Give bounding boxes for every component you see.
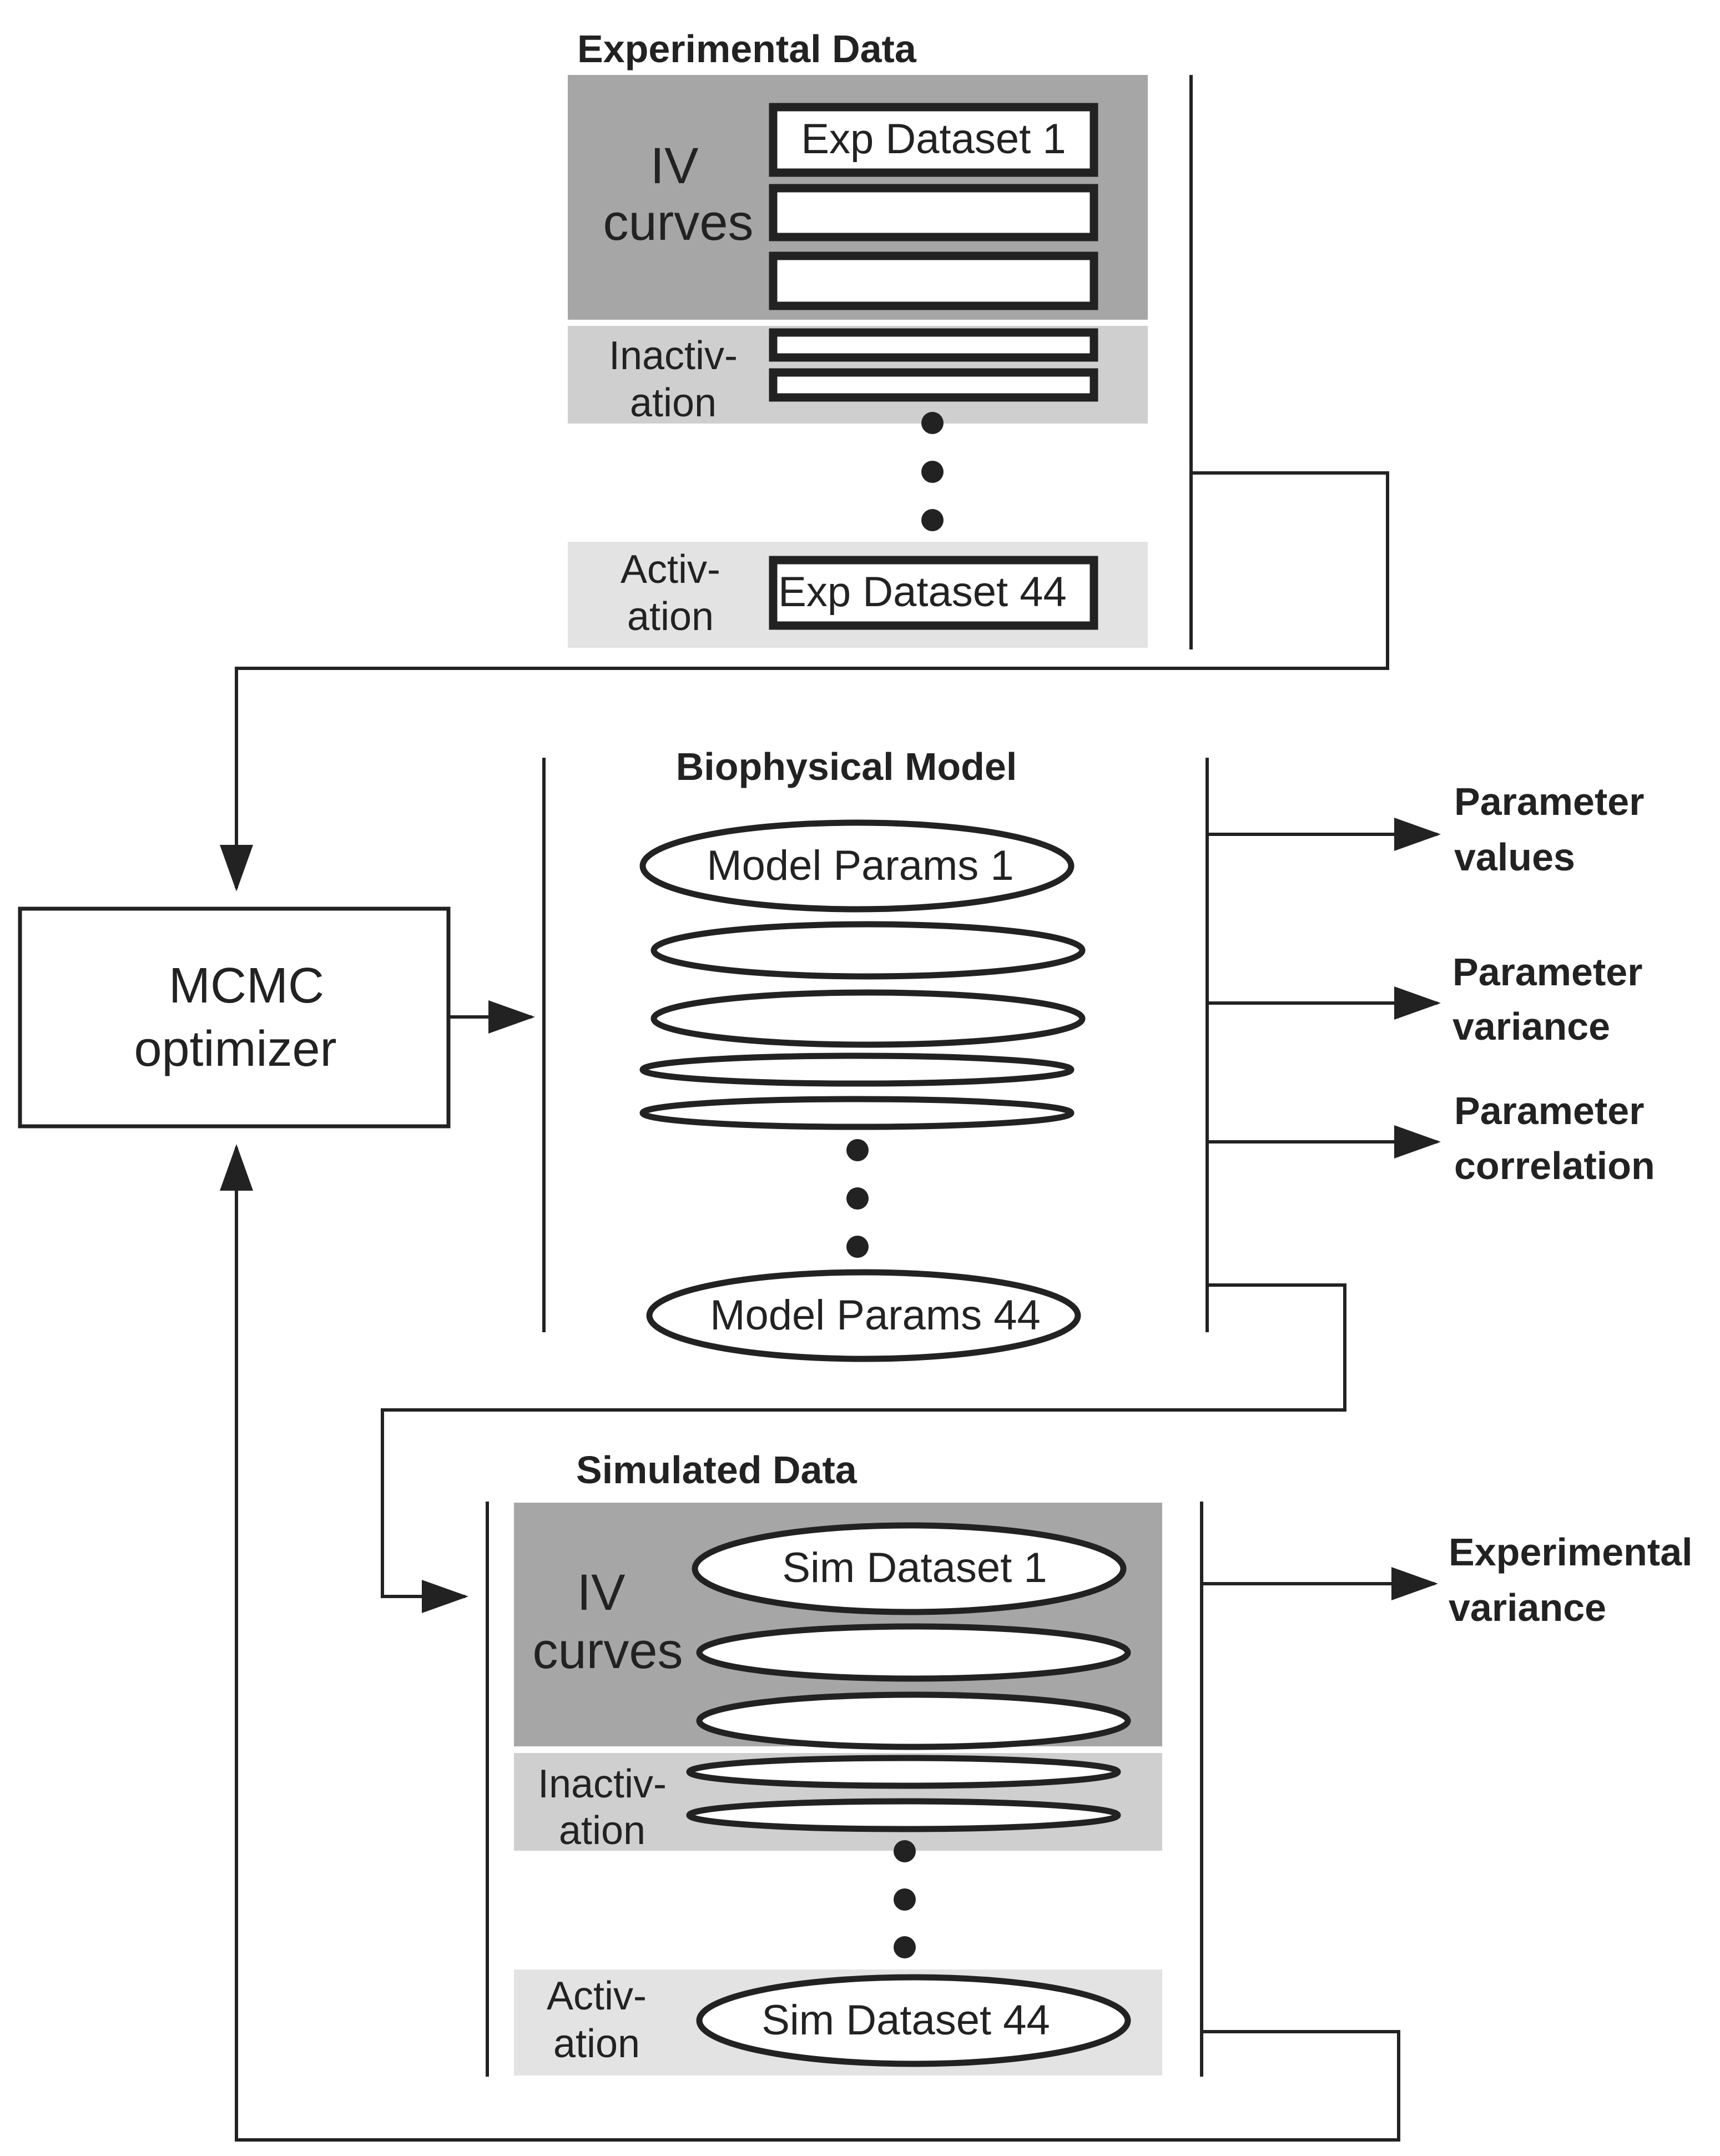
model-params-ellipse (639, 819, 1075, 913)
mcmc-optimizer-label-1: MCMC (169, 958, 324, 1014)
exp-inactivation-label-2: ation (630, 381, 717, 425)
sim-dataset-ellipse (696, 1623, 1131, 1682)
exp-activation-label-1: Activ- (621, 547, 720, 592)
exp-ellipsis-dot (921, 509, 944, 531)
exp-dataset-box (769, 368, 1098, 402)
experimental-variance-label-1: Experimental (1449, 1530, 1693, 1574)
exp-dataset-1-label: Exp Dataset 1 (801, 115, 1066, 163)
exp-ellipsis-dot (921, 412, 944, 434)
biophysical-model-title: Biophysical Model (676, 745, 1017, 788)
sim-inactivation-label-1: Inactiv- (538, 1762, 667, 1806)
parameter-correlation-label-2: correlation (1454, 1144, 1655, 1187)
model-params-ellipse (650, 989, 1086, 1048)
exp-activation-label-2: ation (627, 595, 714, 639)
sim-dataset-1-label: Sim Dataset 1 (782, 1544, 1047, 1591)
sim-dataset-ellipse (692, 1522, 1127, 1615)
exp-iv-label-2: curves (603, 194, 754, 251)
simulated-data-title: Simulated Data (576, 1448, 858, 1492)
exp-dataset-box (769, 328, 1098, 362)
sim-activation-label-1: Activ- (547, 1974, 647, 2018)
biophysical-model-section: Biophysical Model Model Params 1 Model P… (542, 745, 1209, 1362)
model-params-44-label: Model Params 44 (710, 1292, 1041, 1339)
model-to-simulated-connector (381, 1283, 1346, 1613)
exp-to-optimizer-connector (220, 471, 1389, 891)
sim-activation-label-2: ation (553, 2022, 640, 2066)
parameter-values-label-2: values (1454, 835, 1575, 879)
sim-dataset-ellipse (696, 1974, 1131, 2067)
exp-dataset-box (769, 251, 1098, 310)
experimental-data-title: Experimental Data (577, 27, 917, 70)
exp-dataset-44-label: Exp Dataset 44 (778, 568, 1067, 616)
sim-dataset-ellipse (696, 1691, 1131, 1750)
exp-inactivation-label-1: Inactiv- (609, 334, 738, 378)
sim-iv-label-2: curves (533, 1623, 683, 1679)
sim-ellipsis-dot (894, 1936, 916, 1958)
exp-iv-label-1: IV (650, 138, 699, 194)
model-params-ellipse (650, 921, 1086, 980)
model-ellipsis-dot (846, 1236, 869, 1258)
parameter-variance-label-2: variance (1452, 1005, 1610, 1048)
experimental-data-section: Experimental Data IV curves Inactiv- ati… (568, 27, 1193, 649)
simulated-to-optimizer-feedback (220, 1144, 1400, 2142)
parameter-correlation-label-1: Parameter (1454, 1089, 1644, 1132)
sim-dataset-44-label: Sim Dataset 44 (761, 1997, 1050, 2044)
model-params-ellipse (646, 1269, 1081, 1362)
parameter-values-label-1: Parameter (1454, 780, 1644, 823)
sim-inactivation-label-2: ation (559, 1809, 645, 1853)
experimental-variance-label-2: variance (1449, 1586, 1606, 1629)
model-params-1-label: Model Params 1 (707, 842, 1013, 889)
simulated-data-section: Simulated Data IV curves Inactiv- ation … (486, 1448, 1203, 2077)
sim-ellipsis-dot (894, 1840, 916, 1862)
exp-dataset-box (769, 103, 1098, 177)
mcmc-optimizer-label-2: optimizer (134, 1021, 336, 1077)
parameter-variance-label-1: Parameter (1452, 950, 1642, 994)
model-params-ellipse (639, 1096, 1075, 1130)
sim-ellipsis-dot (894, 1888, 916, 1911)
sim-dataset-ellipse (686, 1798, 1121, 1832)
exp-dataset-box (769, 184, 1098, 241)
exp-dataset-box (769, 556, 1098, 630)
sim-dataset-ellipse (686, 1755, 1121, 1789)
exp-ellipsis-dot (921, 461, 944, 483)
sim-iv-label-1: IV (577, 1564, 626, 1621)
mcmc-optimizer: MCMC optimizer (18, 906, 451, 1129)
model-ellipsis-dot (846, 1139, 869, 1161)
model-params-ellipse (639, 1052, 1075, 1087)
mcmc-optimizer-box (18, 906, 451, 1129)
model-ellipsis-dot (846, 1187, 869, 1210)
